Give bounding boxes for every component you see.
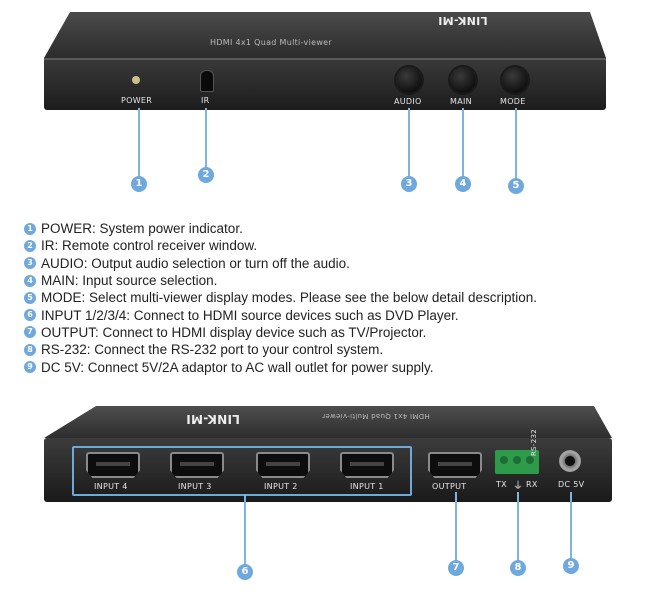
leader-line-4: [462, 108, 464, 176]
front-device-body: [44, 12, 606, 110]
tx-label: TX: [496, 480, 507, 489]
callout-7: 7: [448, 560, 464, 576]
description-text: DC 5V: Connect 5V/2A adaptor to AC wall …: [41, 359, 434, 375]
rx-label: RX: [526, 480, 538, 489]
hdmi-input-1-port: [340, 452, 394, 478]
audio-label: AUDIO: [394, 97, 422, 106]
description-text: OUTPUT: Connect to HDMI display device s…: [41, 324, 427, 340]
callout-6: 6: [237, 564, 253, 580]
description-number: 1: [24, 222, 36, 235]
output-label: OUTPUT: [432, 482, 467, 491]
power-led: [132, 76, 140, 84]
description-number: 3: [24, 257, 36, 270]
callout-5: 5: [508, 178, 524, 194]
front-model-text: HDMI 4x1 Quad Multi-viewer: [210, 38, 332, 47]
hdmi-output-port: [428, 452, 482, 478]
ir-label: IR: [201, 96, 210, 105]
description-item: 4 MAIN: Input source selection.: [24, 272, 537, 289]
description-number: 6: [24, 309, 36, 322]
rs232-terminal: [495, 450, 539, 474]
description-text: MODE: Select multi-viewer display modes.…: [41, 290, 537, 306]
description-number: 7: [24, 326, 36, 339]
description-text: MAIN: Input source selection.: [41, 273, 218, 289]
description-number: 9: [24, 361, 36, 374]
input-2-label: INPUT 2: [264, 482, 298, 491]
description-item: 1 POWER: System power indicator.: [24, 220, 537, 237]
description-number: 8: [24, 343, 36, 356]
description-item: 7 OUTPUT: Connect to HDMI display device …: [24, 324, 537, 341]
hdmi-input-3-port: [170, 452, 224, 478]
callout-3: 3: [401, 176, 417, 192]
ground-icon: ⏚: [513, 481, 524, 492]
description-item: 6 INPUT 1/2/3/4: Connect to HDMI source d…: [24, 306, 537, 323]
front-brand: LINK-MI: [438, 14, 488, 27]
main-button[interactable]: [450, 67, 476, 93]
terminal-screw-icon: [513, 456, 521, 464]
callout-2: 2: [198, 167, 214, 183]
leader-line-7: [455, 492, 457, 560]
description-item: 5 MODE: Select multi-viewer display modes…: [24, 289, 537, 306]
leader-line-5: [515, 108, 517, 178]
ir-window: [200, 70, 214, 92]
rs232-label: RS-232: [530, 429, 538, 456]
leader-line-6: [244, 494, 246, 564]
description-item: 2 IR: Remote control receiver window.: [24, 237, 537, 254]
leader-line-8: [517, 492, 519, 560]
callout-1: 1: [131, 176, 147, 192]
callout-4: 4: [455, 176, 471, 192]
description-text: INPUT 1/2/3/4: Connect to HDMI source de…: [41, 307, 459, 323]
mode-label: MODE: [500, 97, 526, 106]
dc-jack: [559, 450, 581, 472]
rear-model-text: HDMI 4x1 Quad Multi-viewer: [322, 412, 430, 420]
leader-line-2: [205, 108, 207, 168]
dc-5v-label: DC 5V: [558, 480, 585, 489]
description-number: 2: [24, 239, 36, 252]
description-number: 5: [24, 291, 36, 304]
leader-line-9: [570, 492, 572, 558]
power-label: POWER: [121, 96, 153, 105]
input-group-frame: [72, 446, 412, 496]
callout-8: 8: [510, 560, 526, 576]
callout-9: 9: [563, 558, 579, 574]
input-1-label: INPUT 1: [350, 482, 384, 491]
front-device: LINK-MI HDMI 4x1 Quad Multi-viewer POWER…: [0, 0, 650, 200]
description-text: RS-232: Connect the RS-232 port to your …: [41, 342, 384, 358]
rear-device: LINK-MI HDMI 4x1 Quad Multi-viewer INPUT…: [0, 390, 650, 598]
hdmi-input-2-port: [256, 452, 310, 478]
audio-button[interactable]: [396, 67, 422, 93]
main-label: MAIN: [450, 97, 472, 106]
hdmi-input-4-port: [86, 452, 140, 478]
description-item: 8 RS-232: Connect the RS-232 port to your…: [24, 341, 537, 358]
terminal-screw-icon: [526, 456, 534, 464]
rear-brand: LINK-MI: [186, 412, 240, 426]
terminal-screw-icon: [500, 456, 508, 464]
description-list: 1 POWER: System power indicator. 2 IR: Rem…: [24, 220, 537, 376]
description-text: POWER: System power indicator.: [41, 221, 243, 237]
input-3-label: INPUT 3: [178, 482, 212, 491]
description-number: 4: [24, 274, 36, 287]
description-text: AUDIO: Output audio selection or turn of…: [41, 255, 350, 271]
mode-button[interactable]: [502, 67, 528, 93]
input-4-label: INPUT 4: [94, 482, 128, 491]
leader-line-1: [138, 108, 140, 176]
description-item: 3 AUDIO: Output audio selection or turn o…: [24, 255, 537, 272]
description-item: 9 DC 5V: Connect 5V/2A adaptor to AC wall…: [24, 358, 537, 375]
leader-line-3: [408, 108, 410, 176]
description-text: IR: Remote control receiver window.: [41, 238, 258, 254]
